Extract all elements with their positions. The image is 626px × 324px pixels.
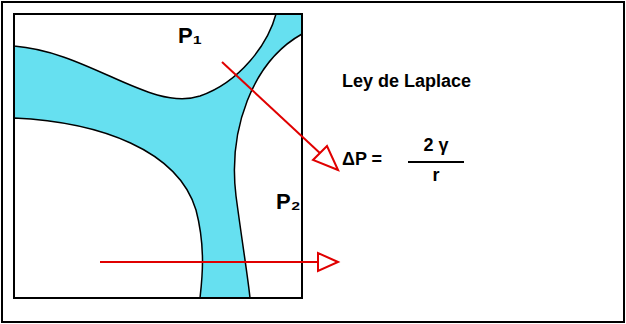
pressure-arrow xyxy=(222,62,338,170)
picture-frame xyxy=(14,14,302,298)
grain-top xyxy=(14,14,276,99)
grain-bottom-left xyxy=(14,118,203,298)
formula-left: ΔP = xyxy=(342,150,382,170)
pressure-label: P₁ xyxy=(178,24,202,48)
pressure-arrow xyxy=(100,253,338,271)
formula-numerator: 2 γ xyxy=(423,136,448,156)
grain-right xyxy=(234,34,302,298)
liquid-phase xyxy=(14,14,302,298)
grain-picture xyxy=(14,14,302,298)
law-title: Ley de Laplace xyxy=(342,72,471,92)
pressure-label: P₂ xyxy=(276,190,300,214)
fraction-bar xyxy=(408,161,464,163)
formula-denominator: r xyxy=(432,166,439,186)
